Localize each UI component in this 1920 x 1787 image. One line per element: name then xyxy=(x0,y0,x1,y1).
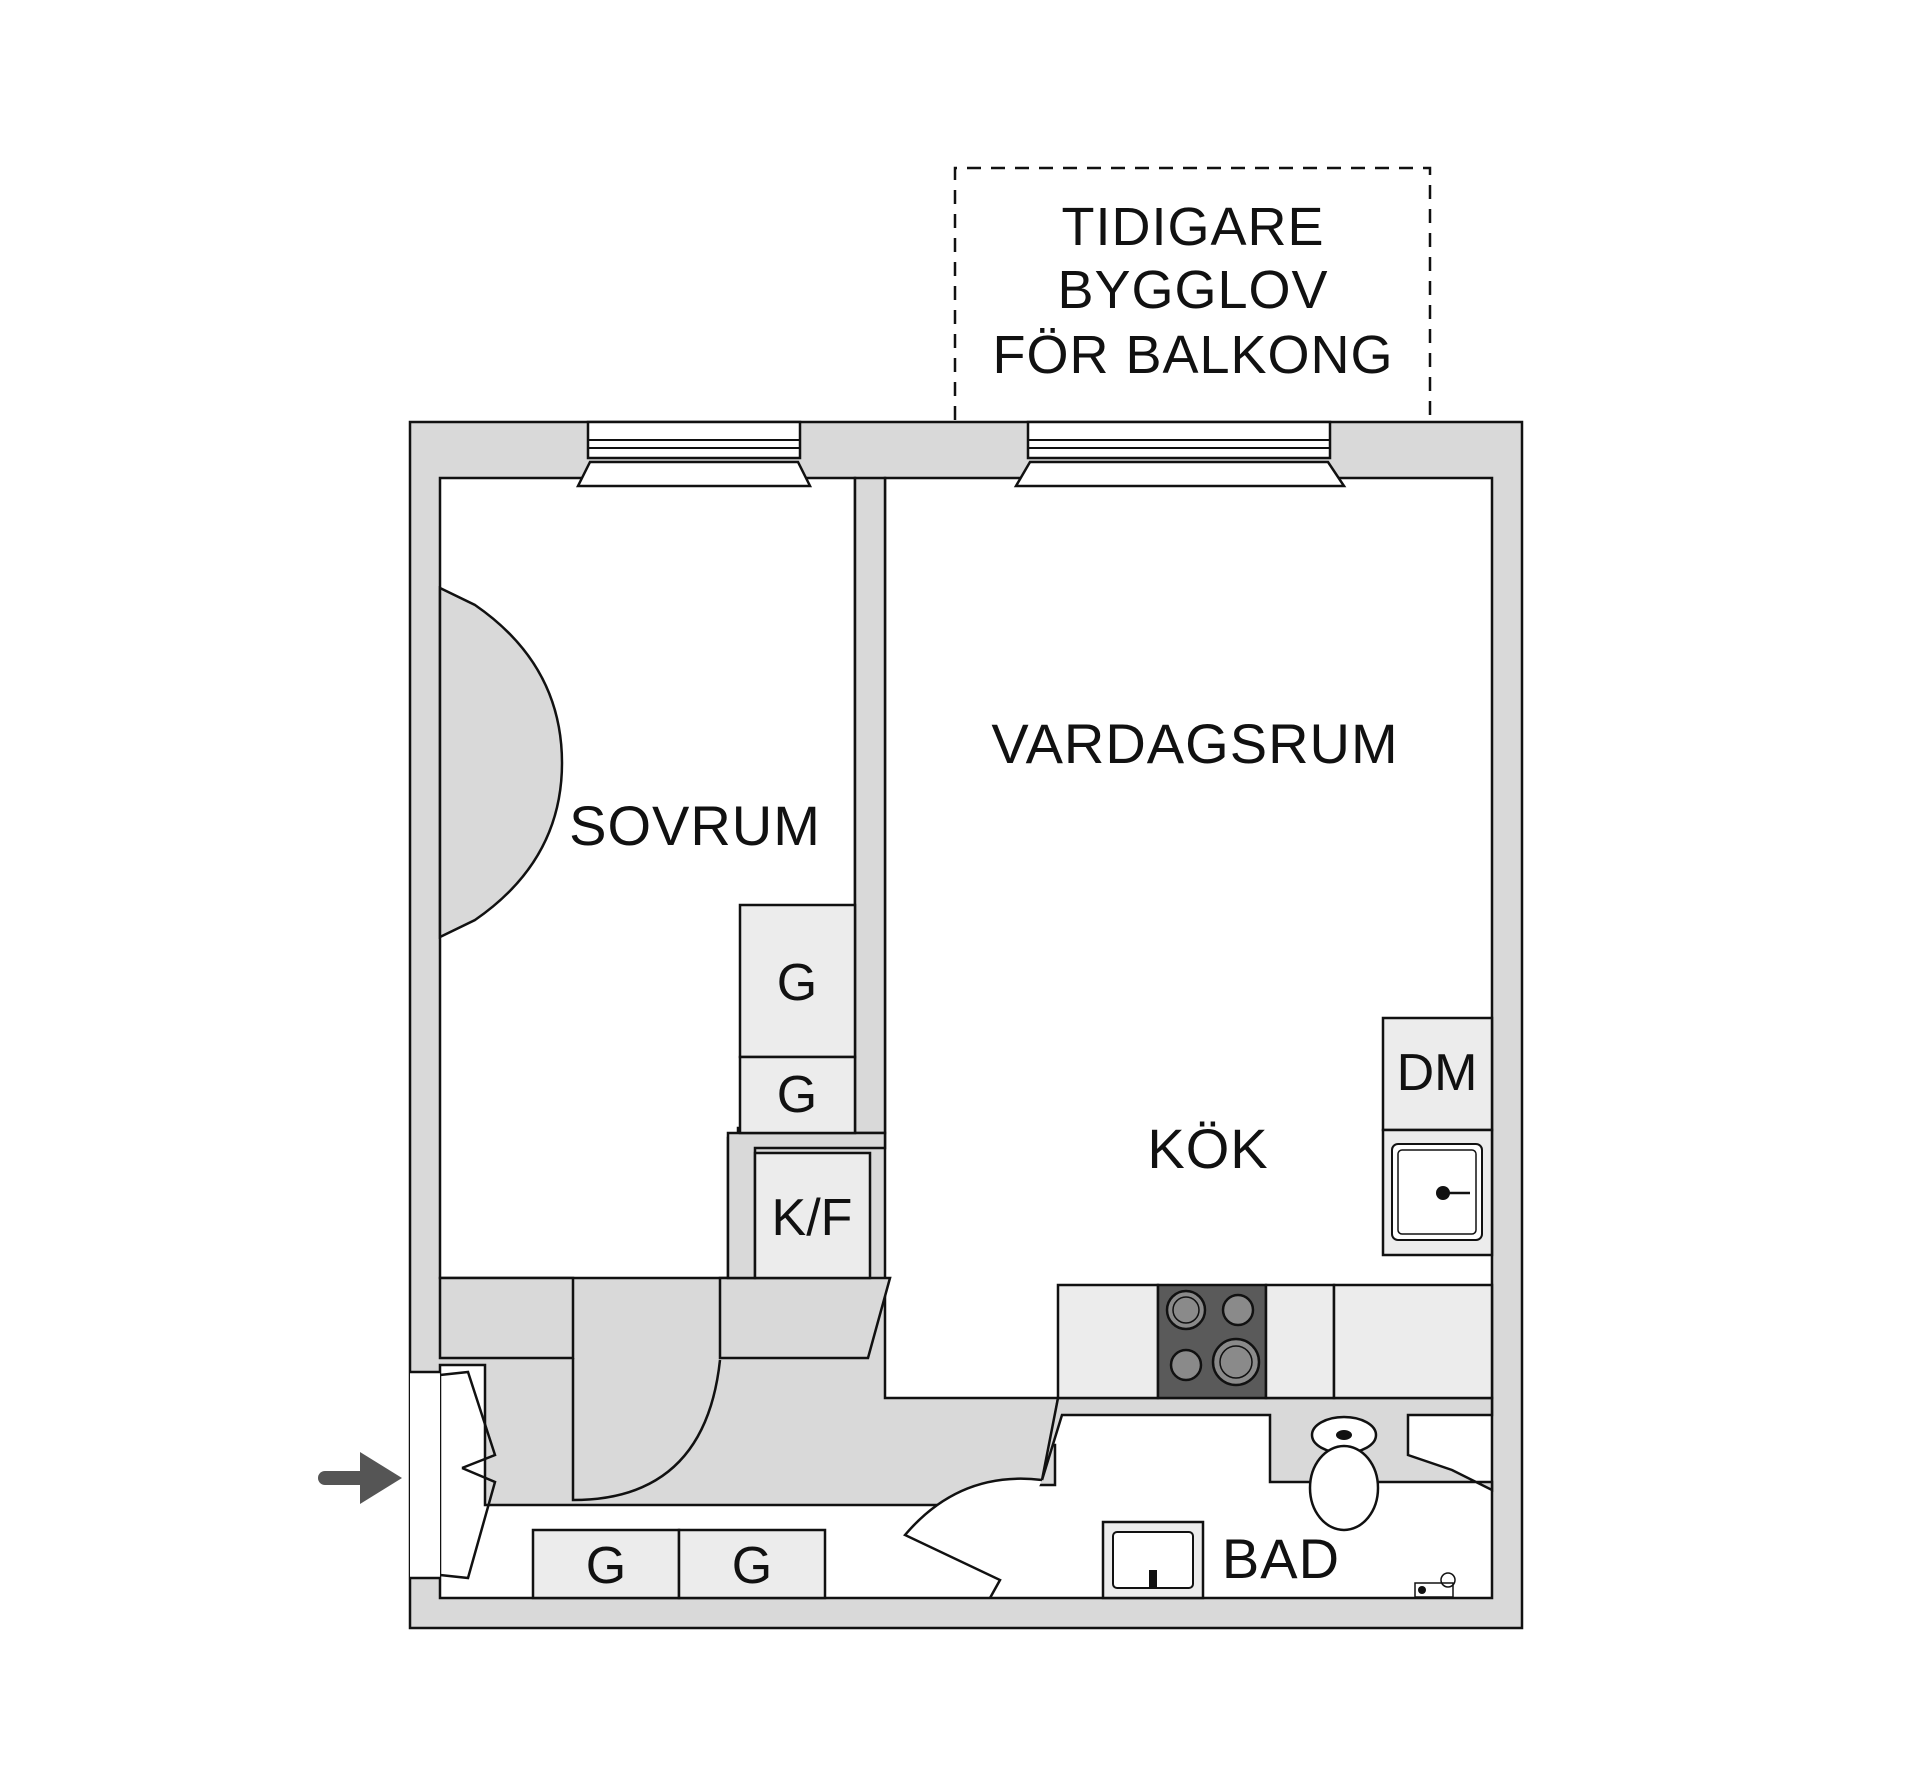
floor-drain-icon xyxy=(1414,1572,1456,1598)
closet-wall xyxy=(726,1131,887,1280)
entrance-arrow-icon xyxy=(318,1452,402,1504)
room-label-kok: KÖK xyxy=(1147,1117,1268,1180)
room-label-vardagsrum: VARDAGSRUM xyxy=(991,712,1398,775)
bathroom-door xyxy=(902,1477,1043,1599)
kitchen-counter xyxy=(1056,1283,1494,1400)
bathroom-sink-icon xyxy=(1101,1520,1205,1600)
hall-wall-left xyxy=(438,1276,575,1360)
hall-wardrobes xyxy=(531,1528,827,1600)
balcony-label-line2: BYGGLOV xyxy=(1057,260,1328,320)
wardrobe-label-1: G xyxy=(777,954,817,1012)
wardrobe-label-2: G xyxy=(777,1066,817,1124)
bedroom-door xyxy=(571,1358,722,1502)
window-bedroom xyxy=(575,420,813,488)
room-label-bad: BAD xyxy=(1222,1527,1340,1590)
dishwasher-label: DM xyxy=(1397,1044,1478,1102)
room-label-sovrum: SOVRUM xyxy=(569,794,821,857)
bedroom-round-feature xyxy=(438,586,564,939)
bedroom-wardrobes xyxy=(738,903,857,1135)
wardrobe-label-3: G xyxy=(586,1537,626,1595)
entrance-door xyxy=(410,1370,497,1580)
bathroom-wall xyxy=(1040,1396,1494,1493)
window-living xyxy=(1013,420,1347,488)
interior-wall xyxy=(853,476,887,1135)
fridge-freezer-label: K/F xyxy=(772,1189,853,1247)
balcony-outline xyxy=(953,166,1432,420)
toilet-icon xyxy=(1308,1415,1380,1532)
wardrobe-label-4: G xyxy=(732,1537,772,1595)
fridge-freezer xyxy=(753,1151,872,1280)
balcony-label-line3: FÖR BALKONG xyxy=(992,325,1393,385)
stove-icon xyxy=(1165,1289,1261,1387)
hall-wall-right xyxy=(718,1276,892,1360)
balcony-label-line1: TIDIGARE xyxy=(1061,197,1324,257)
dishwasher xyxy=(1381,1016,1494,1132)
kitchen-sink-icon xyxy=(1391,1143,1483,1241)
